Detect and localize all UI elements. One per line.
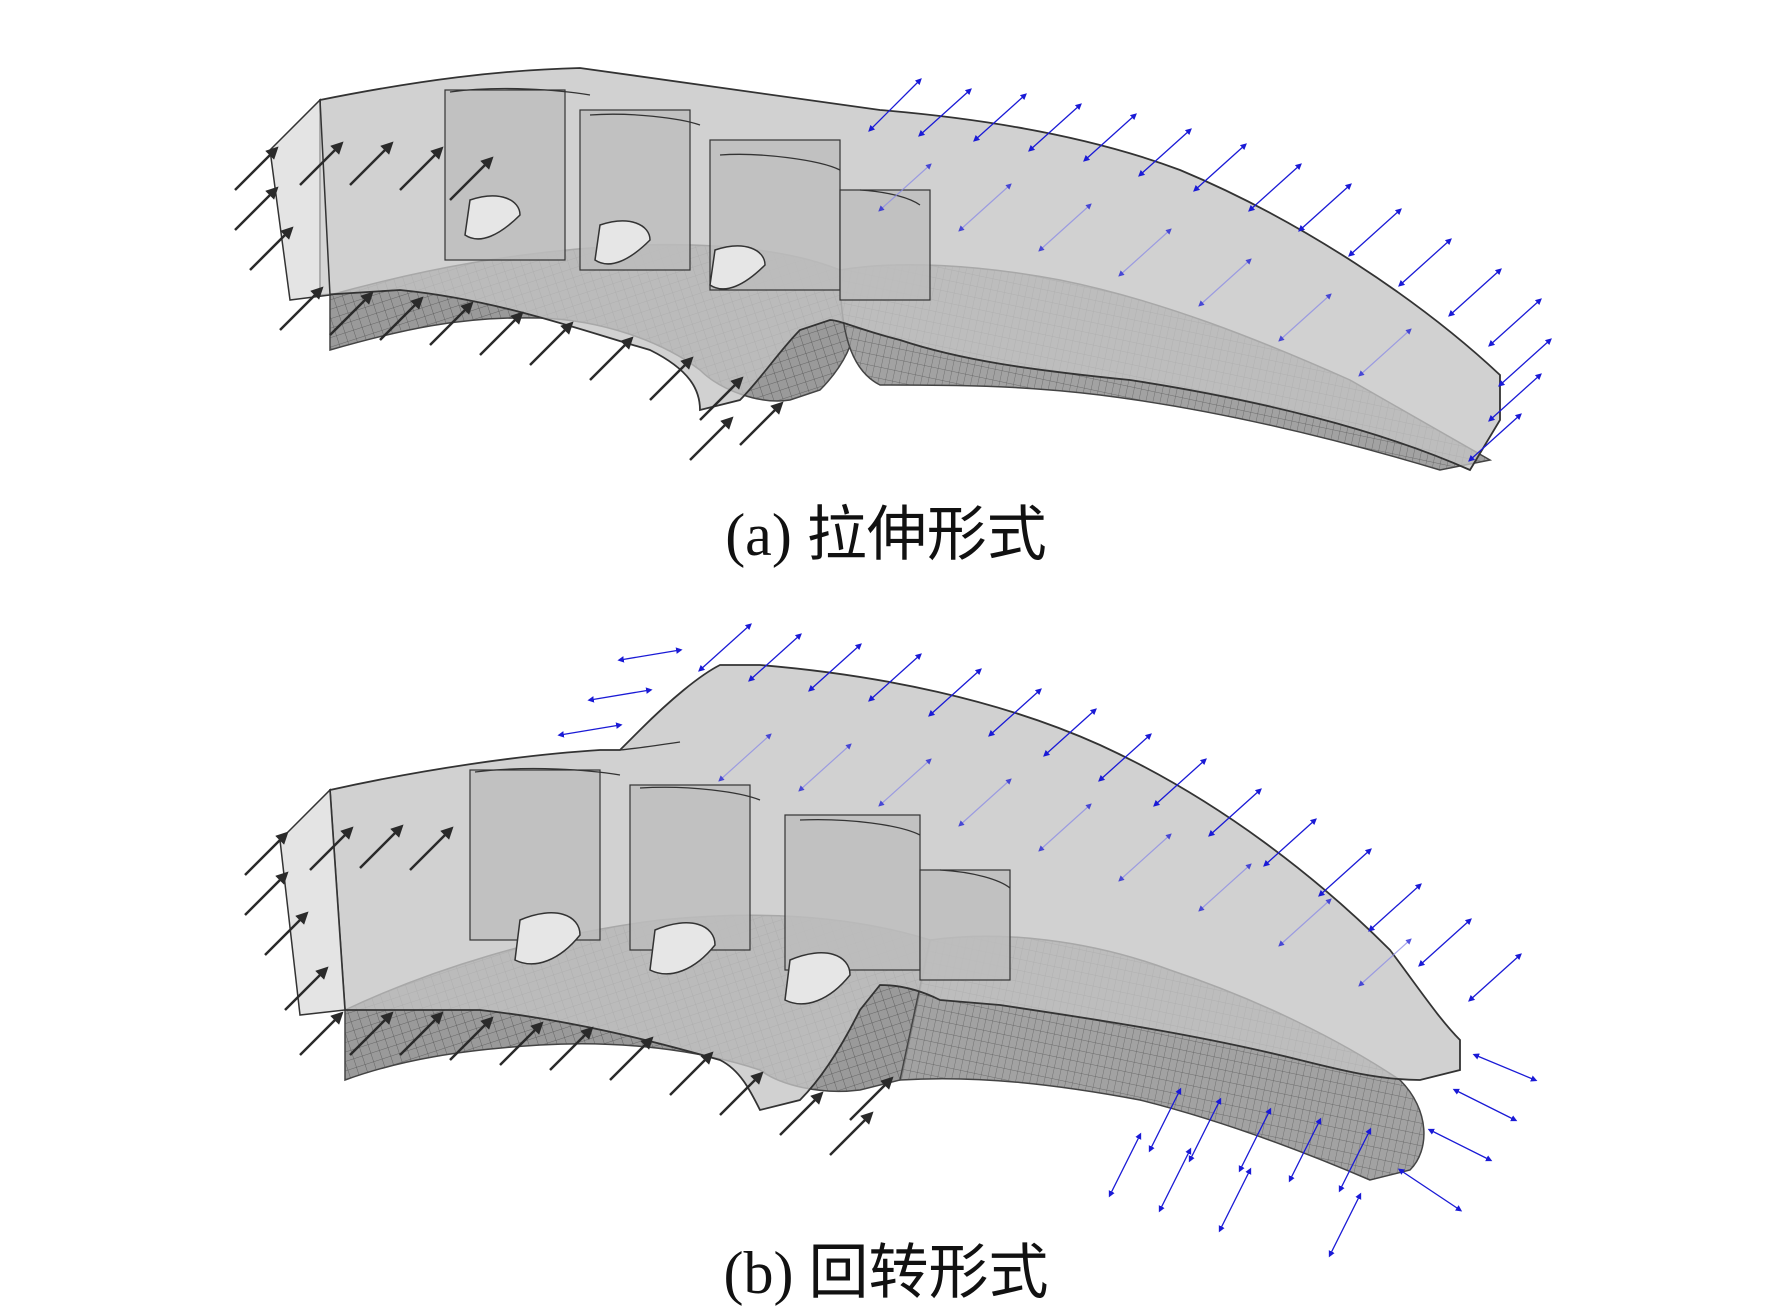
blade-1 [514, 912, 581, 965]
blades [464, 195, 766, 290]
inlet-arrows [234, 141, 784, 461]
blade-3 [784, 952, 851, 1005]
outlet-arrows-behind [878, 163, 1412, 377]
outlet-arrows [868, 78, 1552, 462]
outlet-arrows-behind [718, 733, 1412, 987]
caption-b: (b) 回转形式 [723, 1240, 1049, 1306]
blades [514, 912, 851, 1005]
blade-1 [464, 195, 521, 240]
panel-b-revolution-domain [244, 623, 1538, 1258]
inlet-arrows [244, 824, 894, 1156]
inlet-face [269, 98, 331, 301]
blade-top-lines [449, 87, 921, 206]
panel-a-extrusion-domain [234, 67, 1552, 472]
blade-top-lines [474, 741, 1011, 889]
blade-2 [649, 922, 716, 975]
caption-a: (a) 拉伸形式 [725, 502, 1047, 568]
inlet-face [279, 788, 346, 1016]
blade-3 [709, 245, 766, 290]
blade-2 [594, 220, 651, 265]
outlet-arrows [557, 623, 1538, 1258]
